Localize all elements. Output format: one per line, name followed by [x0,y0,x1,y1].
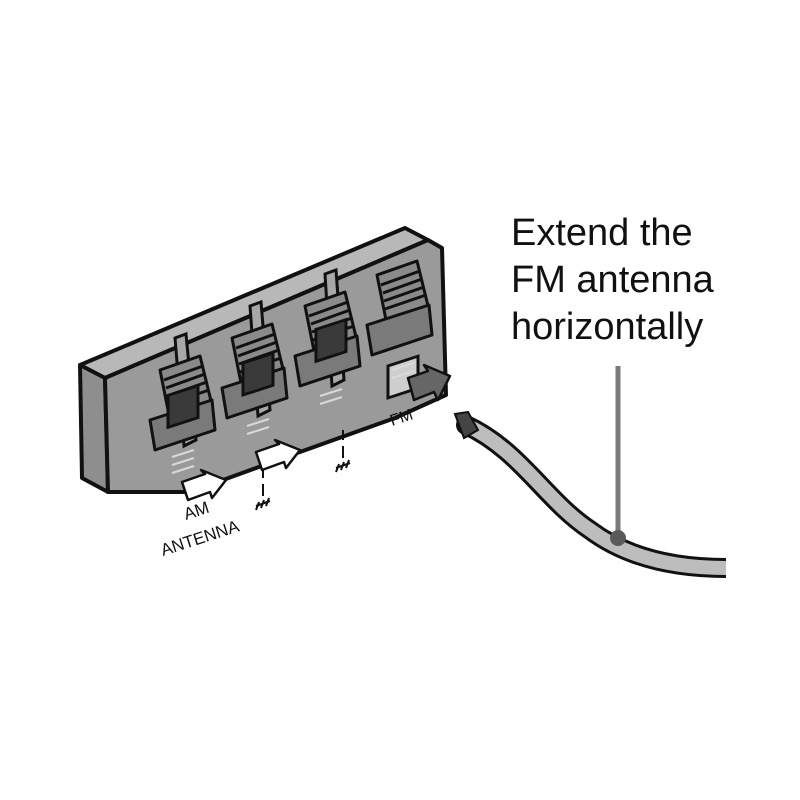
callout-line-1: Extend the [511,212,693,254]
fm-arrow [406,363,452,402]
am-arrow-2 [254,438,302,472]
ground-symbols [255,430,351,511]
terminal-hole-2 [241,351,275,398]
ground-symbol-1 [255,468,271,511]
am-label-bottom: ANTENNA [158,516,242,559]
callout-line-3: horizontally [511,306,704,348]
terminal-hole-1 [166,383,200,430]
cable-fill [459,418,733,575]
fm-label: FM [388,406,415,429]
am-arrow-1 [180,468,228,502]
callout-line-2: FM antenna [511,259,714,301]
am-label-top: AM [181,498,211,524]
callout-leader [610,366,626,546]
lever-4 [365,259,434,357]
cable-end [453,410,480,440]
terminal-hole-grooves [171,362,415,474]
terminal-hole-3 [314,317,348,364]
am-arrows [180,438,302,502]
ground-symbol-2 [335,430,351,473]
callout-text: Extend the FM antenna horizontally [511,210,771,351]
fm-antenna-cable [453,410,800,600]
leader-dot [610,530,626,546]
